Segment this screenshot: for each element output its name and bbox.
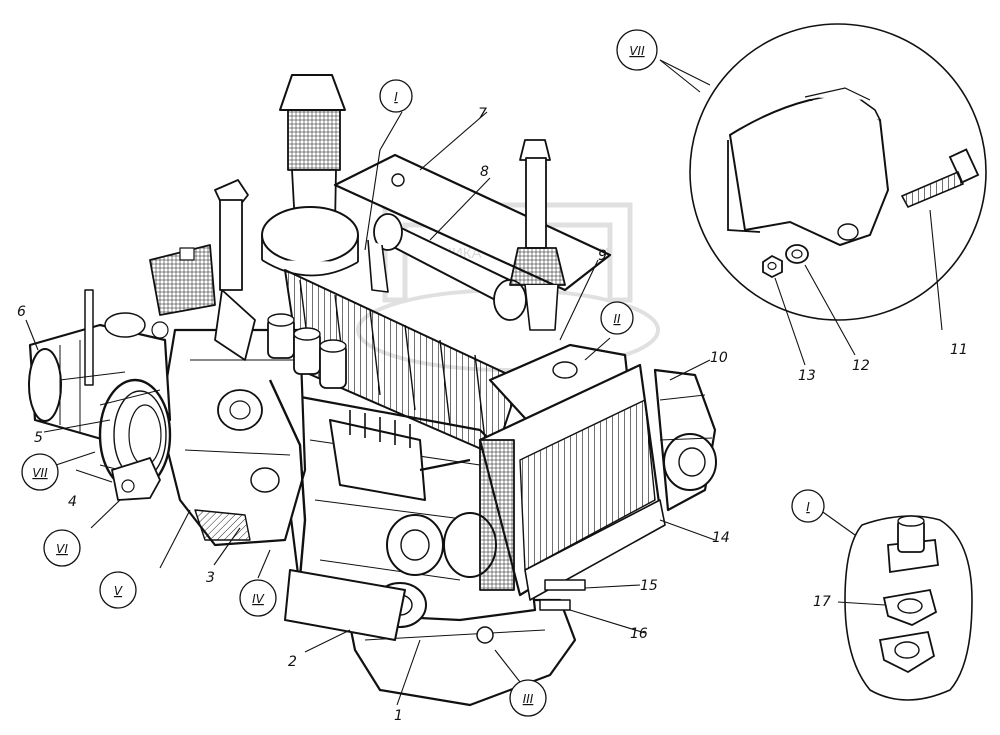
muffler bbox=[367, 213, 527, 321]
oil-dipstick bbox=[268, 379, 307, 601]
flange-plate bbox=[878, 630, 936, 674]
label-17: 17 bbox=[813, 594, 831, 610]
label-7: 7 bbox=[478, 106, 487, 122]
engine-assembly bbox=[28, 74, 717, 707]
label-11: 11 bbox=[950, 342, 968, 358]
view-circle-labels: I II III IV V VI VII VII bbox=[21, 29, 825, 717]
radiator bbox=[478, 363, 666, 601]
view-marker-iii: III bbox=[509, 679, 547, 717]
view-marker-vii: VII bbox=[21, 453, 59, 491]
view-label-i: I bbox=[394, 90, 398, 104]
detail-label-i: I bbox=[806, 500, 810, 514]
view-label-iii: III bbox=[523, 692, 534, 706]
label-15: 15 bbox=[640, 578, 658, 594]
intake-pipe bbox=[509, 139, 566, 331]
detail-marker-vii: VII bbox=[616, 29, 658, 71]
view-marker-iv: IV bbox=[239, 579, 277, 617]
detail-view-vii bbox=[689, 23, 987, 321]
label-4: 4 bbox=[68, 494, 77, 510]
label-6: 6 bbox=[17, 304, 26, 320]
pipe-flange bbox=[887, 515, 939, 574]
bolt-11 bbox=[900, 148, 980, 209]
view-marker-v: V bbox=[99, 571, 137, 609]
view-label-ii: II bbox=[613, 312, 621, 326]
view-marker-ii: II bbox=[600, 301, 634, 335]
gasket-17 bbox=[882, 588, 938, 626]
label-14: 14 bbox=[712, 530, 730, 546]
view-label-vii: VII bbox=[32, 466, 48, 480]
label-2: 2 bbox=[288, 654, 297, 670]
radiator-mounts bbox=[476, 579, 586, 644]
control-box bbox=[149, 244, 216, 316]
mount-bracket bbox=[111, 457, 161, 501]
label-9: 9 bbox=[598, 248, 607, 264]
view-marker-i: I bbox=[379, 79, 413, 113]
label-8: 8 bbox=[480, 164, 489, 180]
label-3: 3 bbox=[206, 570, 215, 586]
air-cleaner bbox=[261, 74, 359, 277]
leader-lines bbox=[25, 59, 943, 706]
label-5: 5 bbox=[34, 430, 43, 446]
fan-housing bbox=[653, 368, 717, 512]
view-label-vi: VI bbox=[56, 542, 68, 556]
fuel-filters bbox=[267, 313, 347, 389]
part-number-labels: 1 2 3 4 5 6 7 8 9 10 11 12 13 14 15 16 1… bbox=[17, 106, 968, 724]
label-16: 16 bbox=[630, 626, 648, 642]
label-12: 12 bbox=[852, 358, 870, 374]
view-marker-vi: VI bbox=[43, 529, 81, 567]
detail-label-vii: VII bbox=[629, 44, 645, 58]
view-label-v: V bbox=[114, 584, 123, 598]
detail-marker-i: I bbox=[791, 489, 825, 523]
detail-view-i bbox=[844, 515, 973, 701]
gear-housing bbox=[158, 328, 307, 547]
fuel-tank bbox=[284, 569, 406, 641]
exhaust-pipe bbox=[214, 179, 256, 361]
label-10: 10 bbox=[710, 350, 728, 366]
label-13: 13 bbox=[798, 368, 816, 384]
label-1: 1 bbox=[394, 708, 403, 724]
view-label-iv: IV bbox=[252, 592, 265, 606]
injection-pump bbox=[329, 410, 471, 501]
